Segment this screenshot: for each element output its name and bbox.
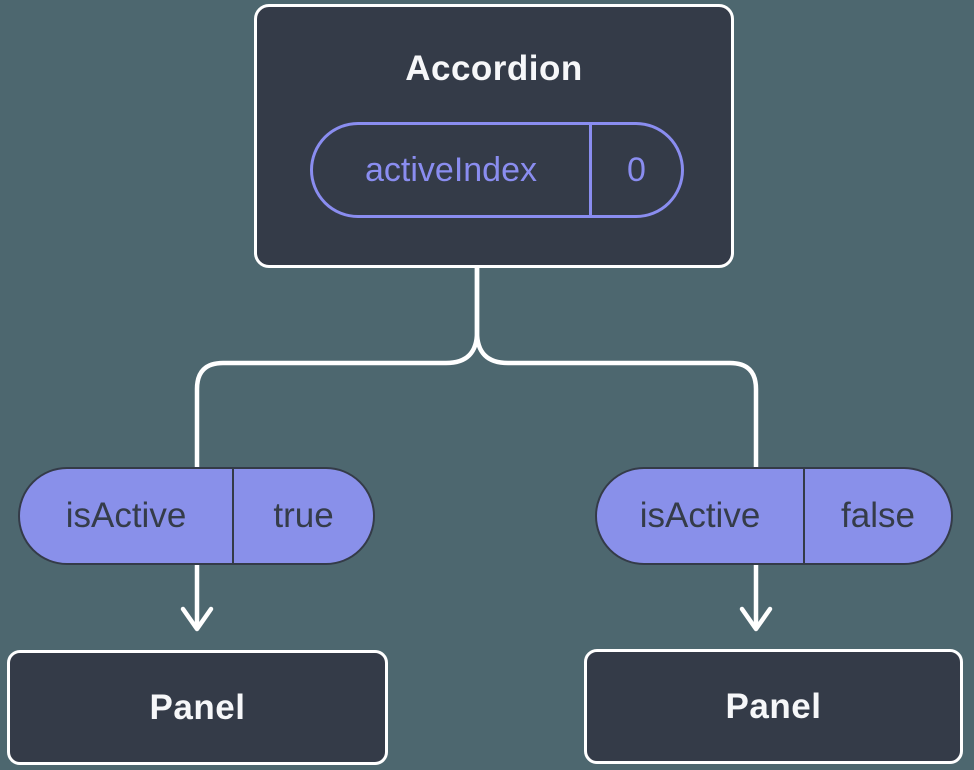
- panel-node-right: Panel: [584, 649, 963, 764]
- connector-left-branch: [194, 263, 480, 630]
- prop-name-label-right: isActive: [597, 469, 805, 563]
- state-value-label: 0: [627, 150, 646, 189]
- panel-node-left: Panel: [7, 650, 388, 765]
- state-pill: activeIndex 0: [310, 122, 684, 218]
- panel-node-left-title: Panel: [149, 687, 246, 727]
- arrowhead-down-left-icon: [180, 606, 214, 632]
- prop-value-label-left: true: [273, 496, 334, 535]
- state-name-label: activeIndex: [313, 125, 592, 215]
- prop-pill-right: isActive false: [595, 467, 953, 565]
- prop-pill-left: isActive true: [18, 467, 375, 565]
- prop-name-label-left: isActive: [20, 469, 234, 563]
- arrowhead-down-right-icon: [739, 606, 773, 632]
- accordion-node-title: Accordion: [405, 49, 583, 88]
- connector-right-branch: [474, 263, 759, 630]
- panel-node-right-title: Panel: [725, 686, 822, 726]
- prop-value-label-right: false: [841, 496, 915, 535]
- accordion-node: Accordion activeIndex 0: [254, 4, 734, 268]
